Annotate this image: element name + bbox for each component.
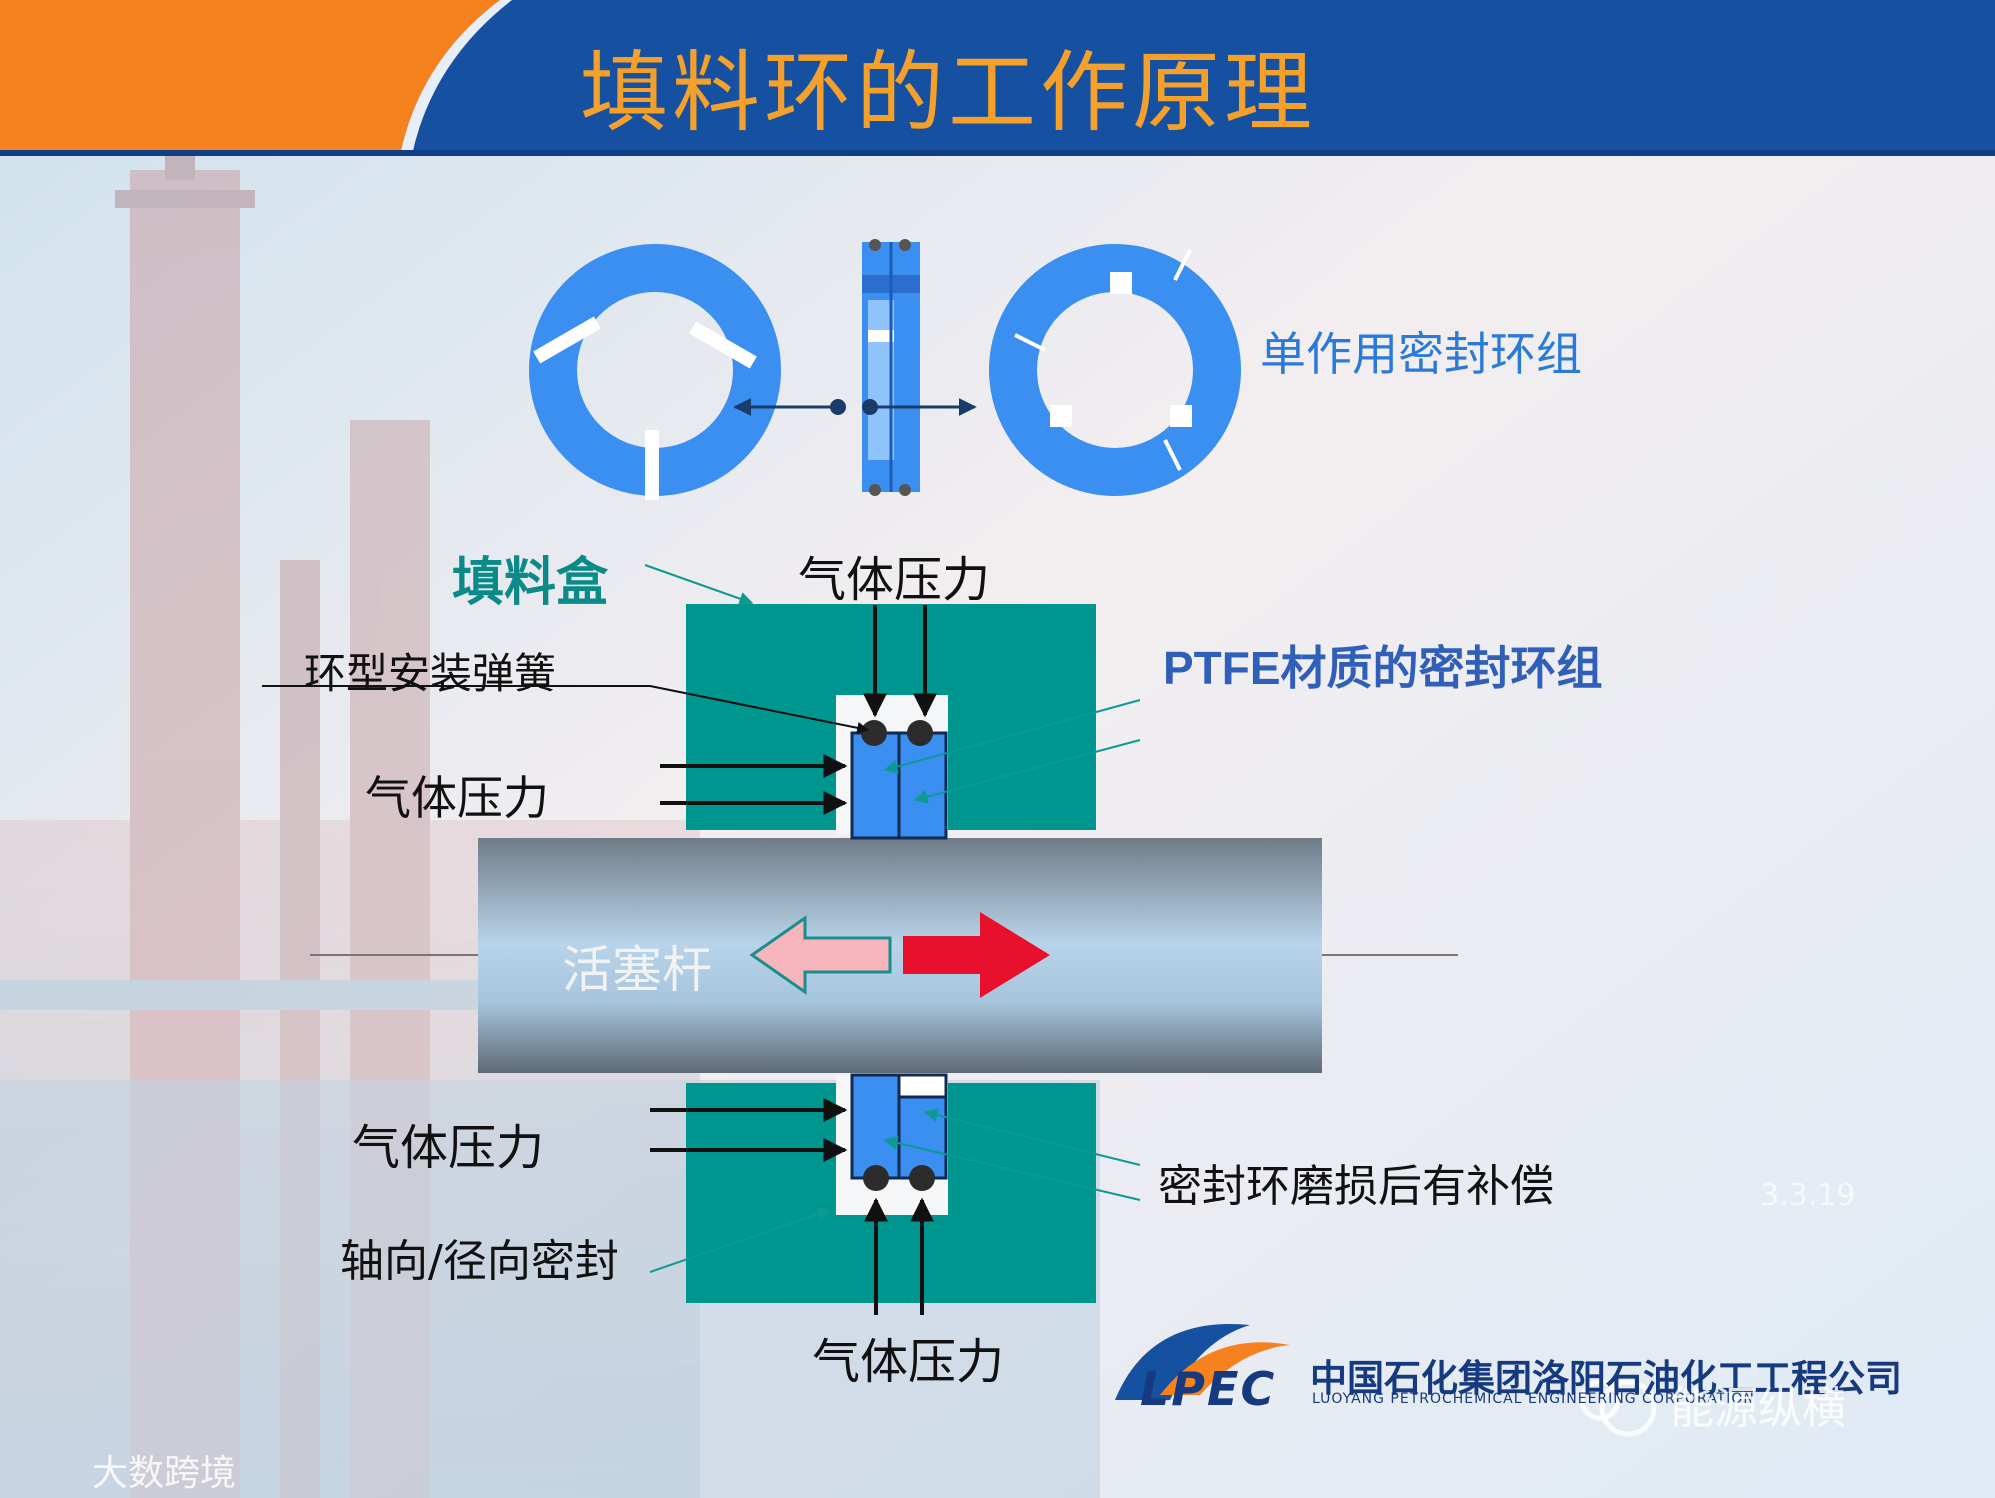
label-gas-pressure-top: 气体压力 (798, 552, 991, 608)
label-ring-spring: 环型安装弹簧 (304, 649, 557, 698)
split-ring-right (989, 244, 1241, 496)
label-wear-compensation: 密封环磨损后有补偿 (1158, 1161, 1554, 1212)
label-ptfe-ring-group: PTFE材质的密封环组 (1163, 642, 1603, 694)
slide-title: 填料环的工作原理 (580, 41, 1317, 144)
watermark-wechat: 能源纵横 (1670, 1383, 1846, 1434)
header-bar-orange (0, 0, 500, 155)
label-gas-pressure-left-upper: 气体压力 (365, 771, 549, 825)
label-gas-pressure-bottom: 气体压力 (812, 1334, 1005, 1390)
split-ring-left (529, 244, 781, 500)
label-gas-pressure-left-lower: 气体压力 (352, 1120, 545, 1176)
label-packing-box: 填料盒 (452, 553, 609, 613)
piston-rod (478, 838, 1322, 1073)
label-single-ring-group: 单作用密封环组 (1260, 327, 1582, 381)
company-name-en: LUOYANG PETROCHEMICAL ENGINEERING CORPOR… (1312, 1391, 1755, 1407)
motion-arrow-left (749, 915, 892, 995)
label-piston-rod: 活塞杆 (562, 941, 712, 999)
motion-arrow-right (903, 912, 1050, 998)
watermark-site: 大数跨境 (92, 1453, 237, 1494)
leader-lines (262, 564, 1141, 1273)
lpec-logo-text: LPEC (1140, 1362, 1277, 1416)
company-name-cn: 中国石化集团洛阳石油化工工程公司 (1310, 1357, 1902, 1400)
label-axial-radial-seal: 轴向/径向密封 (340, 1236, 619, 1287)
ring-side-view (862, 239, 920, 496)
gas-pressure-arrows (650, 605, 937, 1315)
lpec-logo (1115, 1323, 1657, 1437)
date-fragment: 3.3.19 (1760, 1178, 1856, 1213)
seal-rings-lower (850, 1073, 948, 1191)
seal-rings-upper (850, 720, 948, 840)
